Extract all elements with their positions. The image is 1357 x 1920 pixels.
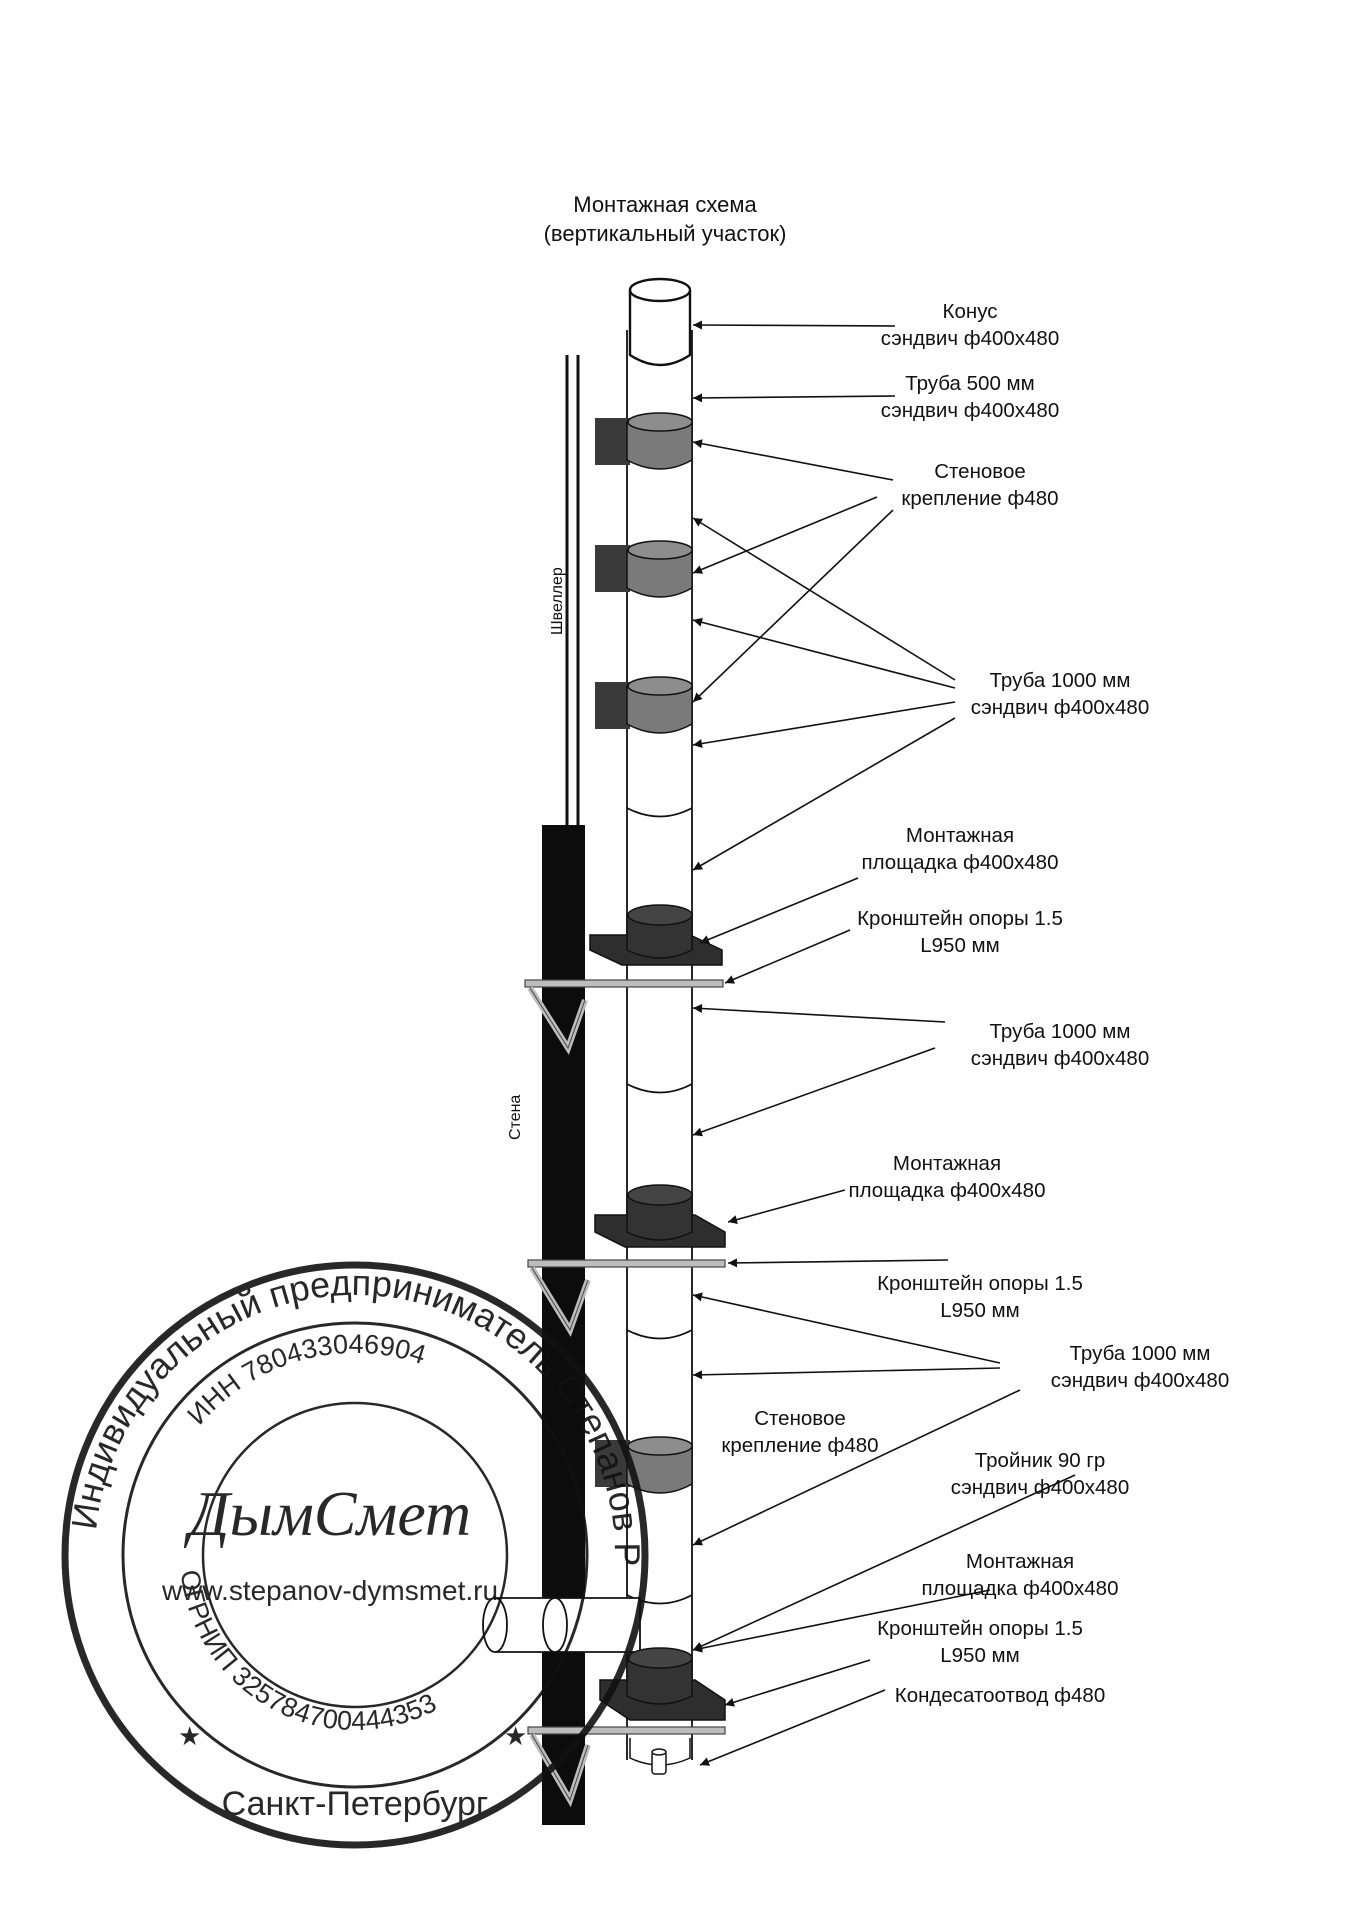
channel-label: Швеллер bbox=[549, 567, 566, 635]
stamp-brand: ДымСмет bbox=[184, 1478, 471, 1549]
platform-3 bbox=[599, 1647, 726, 1721]
stamp-inn-text: ИНН 780433046904 bbox=[181, 1329, 429, 1430]
wall-mount-2 bbox=[595, 540, 693, 598]
wall-mount-1 bbox=[595, 412, 693, 470]
label-condensate: Кондесатоотвод ф480 bbox=[894, 1684, 1106, 1707]
bracket-3 bbox=[527, 1726, 726, 1808]
subtitle-line: (вертикальный участок) bbox=[543, 221, 787, 246]
channel-beam bbox=[565, 355, 580, 825]
platform-1 bbox=[589, 904, 723, 966]
stamp-url: www.stepanov-dymsmet.ru bbox=[161, 1575, 498, 1606]
stamp-star-left: ★ bbox=[178, 1721, 201, 1751]
stamp-city: Санкт-Петербург bbox=[222, 1785, 489, 1823]
leader-arrows bbox=[692, 320, 1076, 1766]
diagram-title: Монтажная схема (вертикальный участок) bbox=[520, 190, 810, 248]
bracket-2 bbox=[527, 1259, 726, 1337]
bracket-1 bbox=[524, 979, 724, 1055]
condensate-drain bbox=[629, 1738, 691, 1775]
title-line: Монтажная схема bbox=[573, 192, 757, 217]
stamp-star-right: ★ bbox=[504, 1721, 527, 1751]
cone-part bbox=[628, 277, 692, 367]
wall-mount-3 bbox=[595, 676, 693, 734]
platform-2 bbox=[594, 1184, 726, 1248]
tee-part bbox=[482, 1597, 641, 1653]
wall-label: Стена bbox=[507, 1094, 524, 1140]
wall-mount-4 bbox=[595, 1436, 693, 1494]
